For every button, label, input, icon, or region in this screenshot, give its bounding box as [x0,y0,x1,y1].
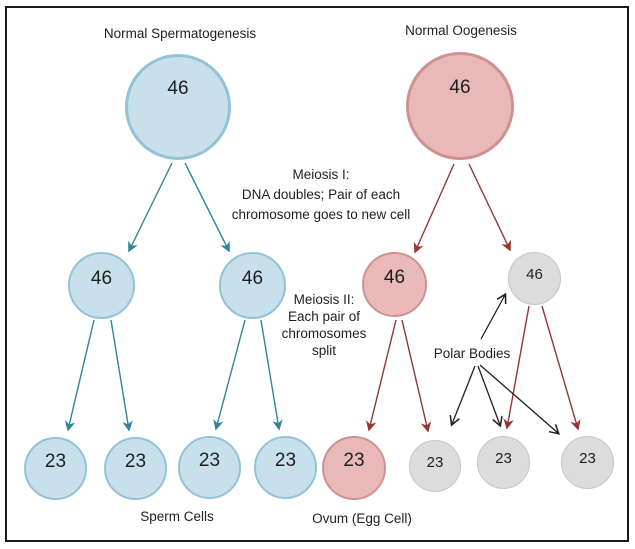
sperm-cells-label: Sperm Cells [140,509,214,524]
cell-polar-body-1: 23 [409,440,461,492]
cell-sperm-2: 23 [104,437,167,500]
cell-value: 23 [495,450,512,467]
cell-polar-body-first: 46 [508,252,561,305]
cell-oocyte-root: 46 [406,52,514,160]
spermatogenesis-arrows [64,162,283,432]
cell-sperm-4: 23 [254,436,317,499]
polar-bodies-label: Polar Bodies [433,346,511,361]
oogenesis-arrows [366,163,581,433]
meiosis-ii-annotation: Meiosis II: Each pair of chromosomes spl… [281,292,367,358]
cell-value: 23 [343,450,365,471]
cell-polar-body-3: 23 [561,436,614,489]
cell-value: 23 [198,449,221,471]
cell-value: 46 [167,78,189,99]
cell-sperm-root: 46 [125,54,231,160]
meiosis-i-annotation: Meiosis I: DNA doubles; Pair of each chr… [231,167,411,222]
cell-ovum: 23 [322,436,386,500]
cell-sperm-secondary-2: 46 [219,252,286,319]
cell-sperm-1: 23 [24,437,87,500]
cell-value: 23 [579,450,596,467]
cell-value: 46 [449,77,471,98]
spermatogenesis-title: Normal Spermatogenesis [103,26,257,41]
cell-oocyte-secondary: 46 [362,252,427,317]
cell-value: 23 [426,453,444,471]
polar-bodies-arrows [449,292,560,435]
cell-value: 23 [124,450,147,472]
cell-value: 46 [90,267,113,289]
cell-value: 23 [44,450,67,472]
oogenesis-title: Normal Oogenesis [405,23,517,38]
cell-value: 46 [241,267,264,289]
cell-sperm-3: 23 [178,436,241,499]
ovum-label: Ovum (Egg Cell) [312,511,412,526]
cell-value: 46 [383,266,406,288]
cell-sperm-secondary-1: 46 [68,252,135,319]
cell-value: 46 [526,266,543,283]
cell-polar-body-2: 23 [477,436,530,489]
cell-value: 23 [274,449,297,471]
